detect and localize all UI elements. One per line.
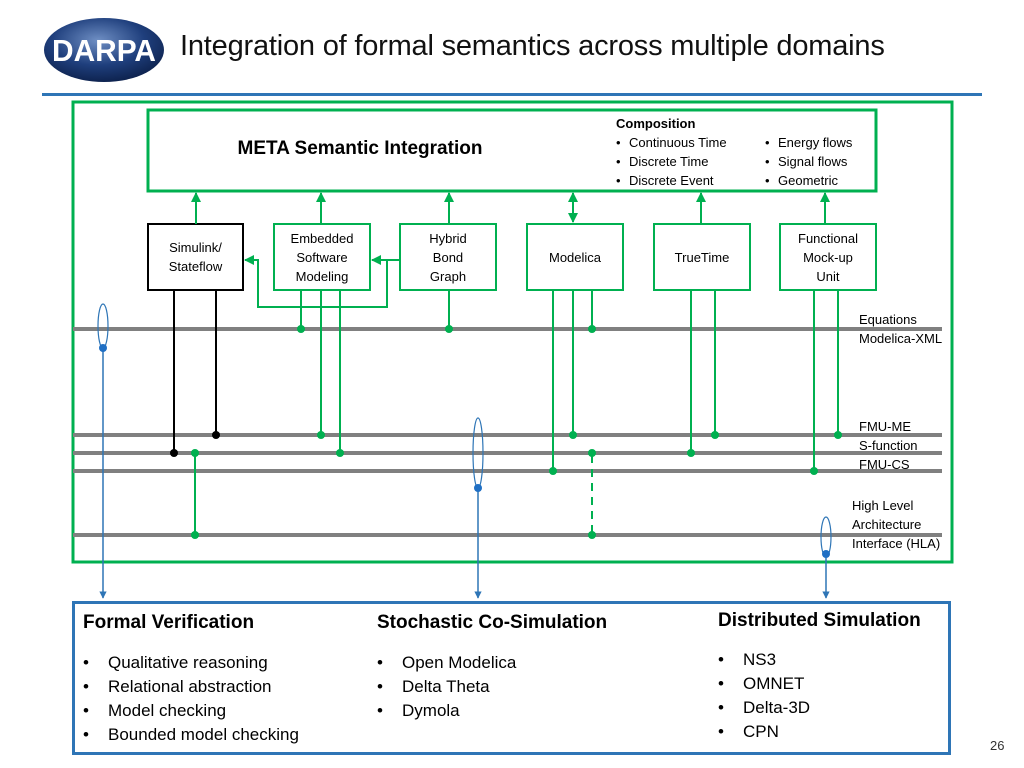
label-line: Unit (816, 268, 840, 284)
composition-item: Discrete Event (616, 171, 727, 190)
composition-item: Continuous Time (616, 133, 727, 152)
junction-dot (569, 431, 577, 439)
bus-label-fmu-cs: FMU-CS (859, 457, 910, 472)
label-line: Architecture (852, 517, 922, 532)
label-line: Equations (859, 312, 917, 327)
label-line: Bond (432, 249, 464, 265)
bus-label-equations: Equations Modelica-XML (859, 310, 942, 348)
label-line: High Level (852, 498, 914, 513)
junction-dot (297, 325, 305, 333)
list-item: CPN (718, 720, 921, 744)
junction-dot (711, 431, 719, 439)
label-line: Graph (429, 268, 467, 284)
junction-dot (549, 467, 557, 475)
bus-label-fmu-me: FMU-ME (859, 419, 911, 434)
list-item: Delta Theta (377, 675, 607, 699)
composition-header: Composition (616, 116, 696, 131)
list-item: Delta-3D (718, 696, 921, 720)
column-stochastic-cosim: Stochastic Co-Simulation Open Modelica D… (377, 612, 607, 723)
composition-list-flows: Energy flows Signal flows Geometric (765, 133, 852, 190)
box-simulink (147, 223, 244, 291)
label-line: Software (296, 249, 348, 265)
label-line: Modelica-XML (859, 331, 943, 346)
title-divider (42, 93, 982, 96)
label-line: Embedded (290, 230, 354, 246)
list-item: Dymola (377, 699, 607, 723)
box-hbg (399, 223, 497, 291)
simulink-label: Simulink/Stateflow (148, 224, 243, 290)
junction-dot (445, 325, 453, 333)
junction-dot (212, 431, 220, 439)
column-formal-verification: Formal Verification Qualitative reasonin… (83, 612, 299, 747)
bus-label-s-function: S-function (859, 438, 918, 453)
column-title: Formal Verification (83, 612, 255, 633)
box-fmu (779, 223, 877, 291)
box-modelica (526, 223, 624, 291)
label-line: Hybrid (429, 230, 467, 246)
junction-dot (687, 449, 695, 457)
junction-dot (170, 449, 178, 457)
junction-dot (834, 431, 842, 439)
bus-lines (73, 327, 942, 537)
composition-item: Energy flows (765, 133, 852, 152)
label-line: Functional (798, 230, 858, 246)
svg-text:DARPA: DARPA (52, 33, 156, 68)
label-line: Stateflow (168, 259, 223, 274)
composition-item: Geometric (765, 171, 852, 190)
tap-dot (99, 344, 107, 352)
label-line: TrueTime (674, 249, 730, 265)
list-item: Qualitative reasoning (83, 651, 299, 675)
junction-dot (191, 449, 199, 457)
bus-label-hla: High Level Architecture Interface (HLA) (852, 496, 940, 553)
label-line: Interface (HLA) (852, 536, 941, 551)
label-line: Modelica (548, 249, 602, 265)
junction-dot (810, 467, 818, 475)
applications-box: Formal Verification Qualitative reasonin… (72, 601, 951, 755)
list-item: Relational abstraction (83, 675, 299, 699)
page-number: 26 (990, 738, 1005, 753)
modelica-label: Modelica (527, 224, 623, 290)
junction-dot (588, 531, 596, 539)
tap-dot (474, 484, 482, 492)
integration-frame (71, 100, 954, 564)
junction-dot (588, 325, 596, 333)
composition-item: Discrete Time (616, 152, 727, 171)
column-distributed-sim: Distributed Simulation NS3 OMNET Delta-3… (718, 610, 921, 744)
column-title: Stochastic Co-Simulation (377, 612, 608, 633)
column-title: Distributed Simulation (718, 610, 921, 631)
truetime-label: TrueTime (654, 224, 750, 290)
list-item: Bounded model checking (83, 723, 299, 747)
list-item: OMNET (718, 672, 921, 696)
junction-dot (588, 449, 596, 457)
junction-dot (191, 531, 199, 539)
list-item: Open Modelica (377, 651, 607, 675)
label-line: Modeling (295, 268, 349, 284)
tap-dot (822, 550, 830, 558)
tap-equations (97, 303, 109, 349)
list-item: NS3 (718, 648, 921, 672)
arrow-hbg-simulink (244, 255, 388, 308)
meta-box (146, 108, 878, 193)
box-truetime (653, 223, 751, 291)
junction-dot (317, 431, 325, 439)
box-esm (273, 223, 371, 291)
junction-dot (336, 449, 344, 457)
darpa-logo: DARPA (44, 18, 164, 82)
page-title: Integration of formal semantics across m… (180, 30, 885, 62)
composition-item: Signal flows (765, 152, 852, 171)
meta-title: META Semantic Integration (237, 138, 483, 159)
list-item: Model checking (83, 699, 299, 723)
composition-list-time: Composition Continuous Time Discrete Tim… (616, 114, 727, 190)
label-line: Mock-up (803, 249, 853, 265)
label-line: Simulink/ (169, 240, 222, 255)
